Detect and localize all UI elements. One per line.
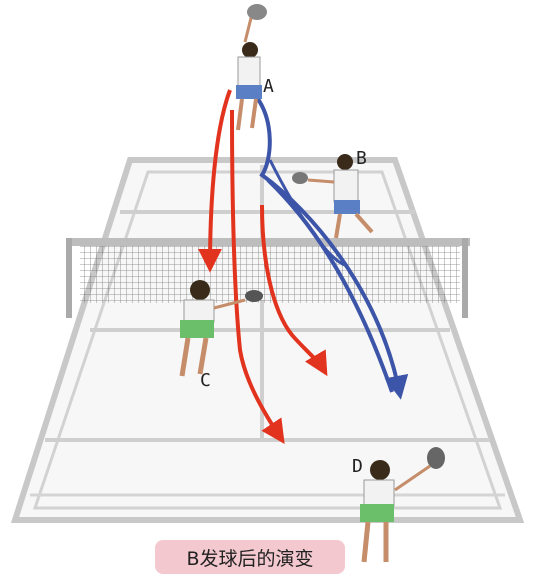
caption: B发球后的演变 — [155, 540, 345, 574]
label-a: A — [263, 76, 274, 97]
red-path-to-c — [198, 89, 232, 273]
red-path-long — [230, 109, 285, 444]
label-c: C — [200, 370, 211, 391]
player-b-racket — [292, 172, 308, 184]
player-d-racket — [427, 447, 445, 469]
shot-paths — [198, 89, 409, 444]
label-b: B — [356, 148, 367, 169]
player-a — [236, 4, 267, 131]
net-top-tape — [66, 238, 470, 246]
blue-path-inner — [266, 178, 394, 393]
player-c-racket — [245, 290, 263, 302]
blue-path-return — [268, 159, 346, 267]
player-b — [292, 154, 374, 239]
red-path-short — [260, 204, 328, 377]
court — [10, 157, 525, 523]
player-a-racket — [247, 4, 267, 20]
player-d — [360, 447, 445, 563]
net-post-left — [66, 238, 72, 318]
label-d: D — [352, 456, 363, 477]
blue-path-main — [253, 93, 409, 400]
net-post-right — [462, 238, 468, 318]
player-c — [179, 280, 263, 377]
court-inner-line — [32, 170, 503, 510]
